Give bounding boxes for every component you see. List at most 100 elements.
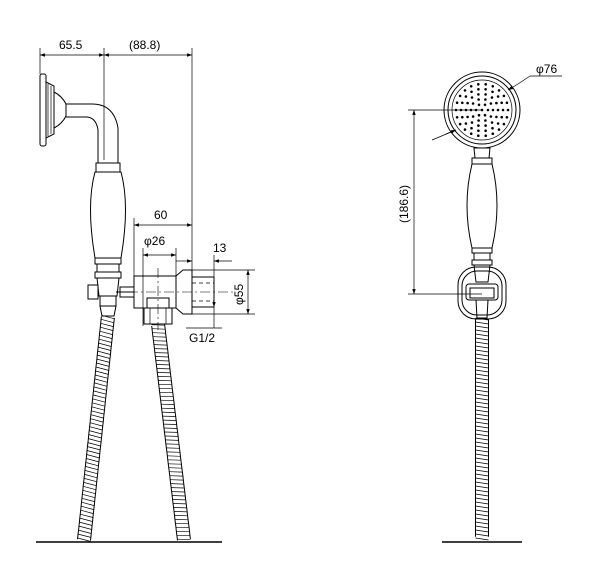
nozzle-dot — [495, 101, 498, 105]
nozzle-dot — [501, 108, 505, 112]
hose-rib — [86, 454, 100, 459]
dim-text-g12: G1/2 — [189, 331, 215, 345]
nozzle-dot — [484, 98, 487, 101]
hose-rib — [94, 378, 108, 383]
hose-rib — [86, 458, 99, 463]
hose-rib — [81, 501, 95, 506]
nozzle-dot — [484, 129, 487, 132]
hose-rib — [475, 421, 489, 425]
hose-rib — [163, 427, 178, 429]
hose-rib — [79, 521, 93, 526]
hose-rib — [475, 493, 489, 497]
hose-rib — [475, 509, 489, 513]
hose-rib — [87, 442, 101, 447]
nozzle-dot — [477, 119, 480, 122]
hose-rib — [162, 411, 176, 413]
nozzle-dot — [500, 101, 504, 105]
handle-body — [90, 162, 126, 317]
nozzle-dot — [466, 101, 469, 105]
hose-rib — [475, 489, 489, 493]
nozzle-dot — [477, 93, 480, 96]
nozzle-dot — [484, 119, 487, 122]
hose-rib — [475, 369, 489, 373]
hose-rib — [95, 370, 109, 375]
hose-rib — [96, 362, 110, 367]
nozzle-dot — [496, 95, 500, 98]
hose-rib — [475, 497, 489, 501]
dimension-phi26: φ26 — [142, 234, 177, 326]
hose-rib — [475, 373, 489, 377]
hose-rib — [475, 465, 489, 469]
hose-rib — [475, 485, 489, 489]
hose-rib — [475, 445, 489, 449]
hose-rib — [475, 505, 489, 509]
nozzle-dot — [497, 89, 501, 92]
hose-left — [77, 314, 115, 542]
hose-rib — [475, 329, 489, 333]
dim-text-13: 13 — [213, 241, 227, 255]
hose-rib — [99, 330, 113, 335]
hose-rib — [475, 397, 489, 401]
hose-rib — [475, 501, 489, 505]
hose-rib — [83, 482, 97, 487]
hose-rib — [475, 429, 489, 433]
hose-rib — [475, 537, 489, 541]
holder-arm — [66, 103, 119, 163]
nozzle-dot — [505, 116, 509, 119]
hose-rib — [475, 401, 489, 405]
nozzle-dot — [455, 116, 459, 119]
nozzle-dot — [477, 98, 480, 101]
wall-elbow — [128, 268, 236, 330]
nozzle-dot — [477, 88, 480, 91]
nozzle-dot — [500, 115, 504, 119]
nozzle-dot — [463, 89, 467, 92]
hose-rib — [97, 354, 111, 359]
nozzle-dot — [458, 94, 462, 98]
dimension-13: 13 — [176, 241, 232, 277]
hose-rib — [88, 438, 102, 443]
nozzle-dot — [470, 90, 473, 94]
dim-text-phi55: φ55 — [232, 284, 246, 305]
hose-rib — [165, 439, 179, 441]
nozzle-dot — [490, 121, 494, 124]
hose-rib — [475, 481, 489, 485]
hose-rib — [101, 314, 115, 320]
nozzle-dot — [484, 93, 487, 96]
nozzle-dot — [483, 113, 487, 117]
hose-rib — [81, 497, 95, 502]
nozzle-dot — [471, 115, 475, 118]
hose-rib — [97, 350, 111, 355]
hose-rib — [92, 398, 106, 403]
hose-rib — [80, 509, 94, 514]
hose-rib — [167, 455, 181, 457]
dimension-65-5: 65.5 — [39, 38, 105, 160]
hose-rib — [475, 521, 489, 525]
dimension-186-6: (186.6) — [397, 109, 482, 295]
hose-rib — [475, 389, 489, 393]
dim-text-186-6: (186.6) — [397, 185, 411, 223]
hose-rib — [475, 529, 489, 533]
dim-text-60: 60 — [154, 208, 168, 222]
nozzle-dot — [469, 85, 473, 88]
front-handle — [466, 147, 498, 283]
nozzle-dot — [464, 95, 468, 98]
hose-rib — [172, 495, 186, 497]
hose-rib — [475, 365, 489, 369]
hose-rib — [94, 382, 108, 387]
hose-rib — [84, 470, 98, 475]
hose-rib — [475, 533, 489, 537]
hose-rib — [475, 337, 489, 341]
dimension-g12: G1/2 — [186, 300, 222, 345]
nozzle-dot — [496, 122, 500, 125]
dimension-phi55: φ55 — [192, 269, 255, 315]
hose-rib — [100, 322, 114, 327]
hose-rib — [89, 430, 102, 435]
nozzle-dot — [502, 94, 506, 98]
hose-rib — [475, 325, 489, 329]
dimension-60: 60 — [133, 208, 192, 276]
nozzle-dot — [489, 102, 493, 105]
hose-rib — [83, 485, 96, 491]
hose-rib — [475, 357, 489, 361]
hose-rib — [98, 346, 111, 351]
nozzle-dot — [486, 108, 490, 112]
